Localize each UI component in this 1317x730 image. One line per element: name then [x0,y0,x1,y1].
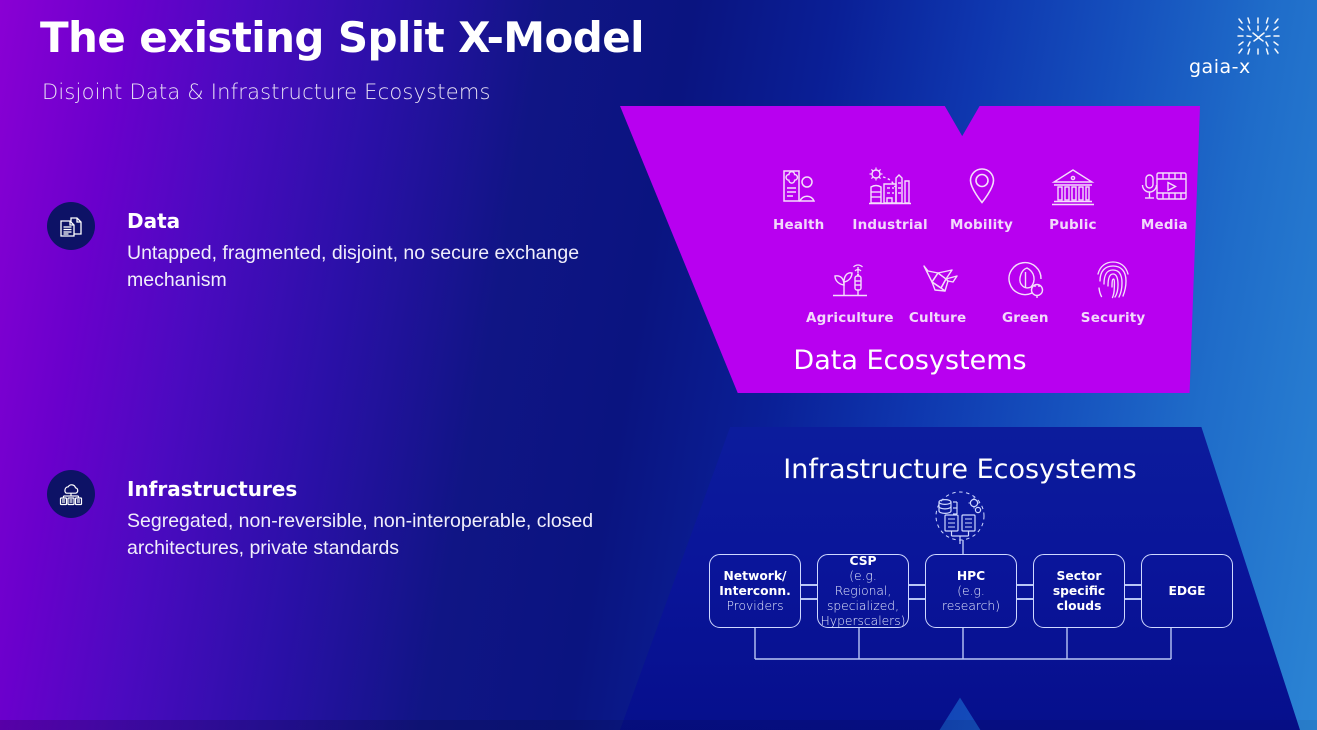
box-connector-1 [801,554,817,628]
eco-label-culture: Culture [908,310,967,326]
culture-origami-icon [915,254,961,302]
eco-label-public: Public [1049,217,1097,233]
logo-dot-grid-icon [1237,17,1280,55]
eco-item-health[interactable]: Health [753,161,844,233]
block-description-infrastructures: Segregated, non-reversible, non-interope… [127,510,594,559]
block-title-data: Data [127,209,181,233]
bottom-shadow [0,720,1317,730]
eco-item-industrial[interactable]: Industrial [844,161,935,233]
eco-label-green: Green [1002,310,1049,326]
infra-box-edge[interactable]: EDGE [1141,554,1233,628]
eco-item-green[interactable]: Green [982,254,1070,326]
eco-label-mobility: Mobility [949,217,1014,233]
industrial-icon [867,161,913,209]
media-film-icon [1140,161,1188,209]
logo-wordmark: gaia-x [1189,56,1251,78]
eco-item-culture[interactable]: Culture [894,254,982,326]
page-title: The existing Split X-Model [40,13,644,62]
fingerprint-icon [1094,254,1132,302]
infra-box-csp-soft: (e.g. Regional,specialized,Hyperscalers) [820,568,906,628]
infra-box-hpc[interactable]: HPC (e.g. research) [925,554,1017,628]
green-leaf-plug-icon [1003,254,1047,302]
data-ecosystem-row-2: Agriculture Culture [806,254,1157,326]
box-connector-2 [909,554,925,628]
infra-box-hpc-strong: HPC [956,568,986,583]
infra-box-edge-strong: EDGE [1168,583,1206,598]
infra-box-csp-strong: CSP [849,553,877,568]
data-ecosystems-panel: Health [620,106,1200,393]
box-connector-3 [1017,554,1033,628]
health-icon [778,161,820,209]
eco-label-industrial: Industrial [852,217,928,233]
infra-box-csp[interactable]: CSP (e.g. Regional,specialized,Hyperscal… [817,554,909,628]
infra-box-network-soft: Providers [726,598,784,613]
document-icon [47,202,95,250]
agriculture-icon [828,254,872,302]
eco-label-health: Health [772,217,825,233]
eco-item-public[interactable]: Public [1027,161,1118,233]
page-subtitle: Disjoint Data & Infrastructure Ecosystem… [42,80,491,104]
infrastructure-ecosystems-title: Infrastructure Ecosystems [783,454,1137,485]
eco-label-media: Media [1140,217,1188,233]
infrastructure-ecosystems-panel: Infrastructure Ecosystems [620,427,1300,730]
eco-item-agriculture[interactable]: Agriculture [806,254,894,326]
cloud-servers-icon [47,470,95,518]
data-ecosystem-row-1: Health [753,161,1200,233]
block-description-data: Untapped, fragmented, disjoint, no secur… [127,242,580,291]
public-building-icon [1050,161,1096,209]
infra-box-network-strong: Network/Interconn. [719,568,791,598]
eco-item-security[interactable]: Security [1069,254,1157,326]
eco-item-media[interactable]: Media [1119,161,1200,233]
eco-label-security: Security [1080,310,1146,326]
box-connector-4 [1125,554,1141,628]
block-title-infrastructures: Infrastructures [127,477,298,501]
eco-label-agriculture: Agriculture [806,310,894,326]
infrastructure-box-row: Network/Interconn. Providers CSP (e.g. R… [709,554,1233,628]
infra-box-hpc-soft: (e.g. research) [942,583,1000,613]
gaia-x-logo: gaia-x [1189,16,1284,78]
eco-item-mobility[interactable]: Mobility [936,161,1027,233]
infra-box-network[interactable]: Network/Interconn. Providers [709,554,801,628]
server-stack-icon [929,490,991,550]
data-ecosystems-title: Data Ecosystems [793,345,1027,376]
mobility-pin-icon [965,161,999,209]
